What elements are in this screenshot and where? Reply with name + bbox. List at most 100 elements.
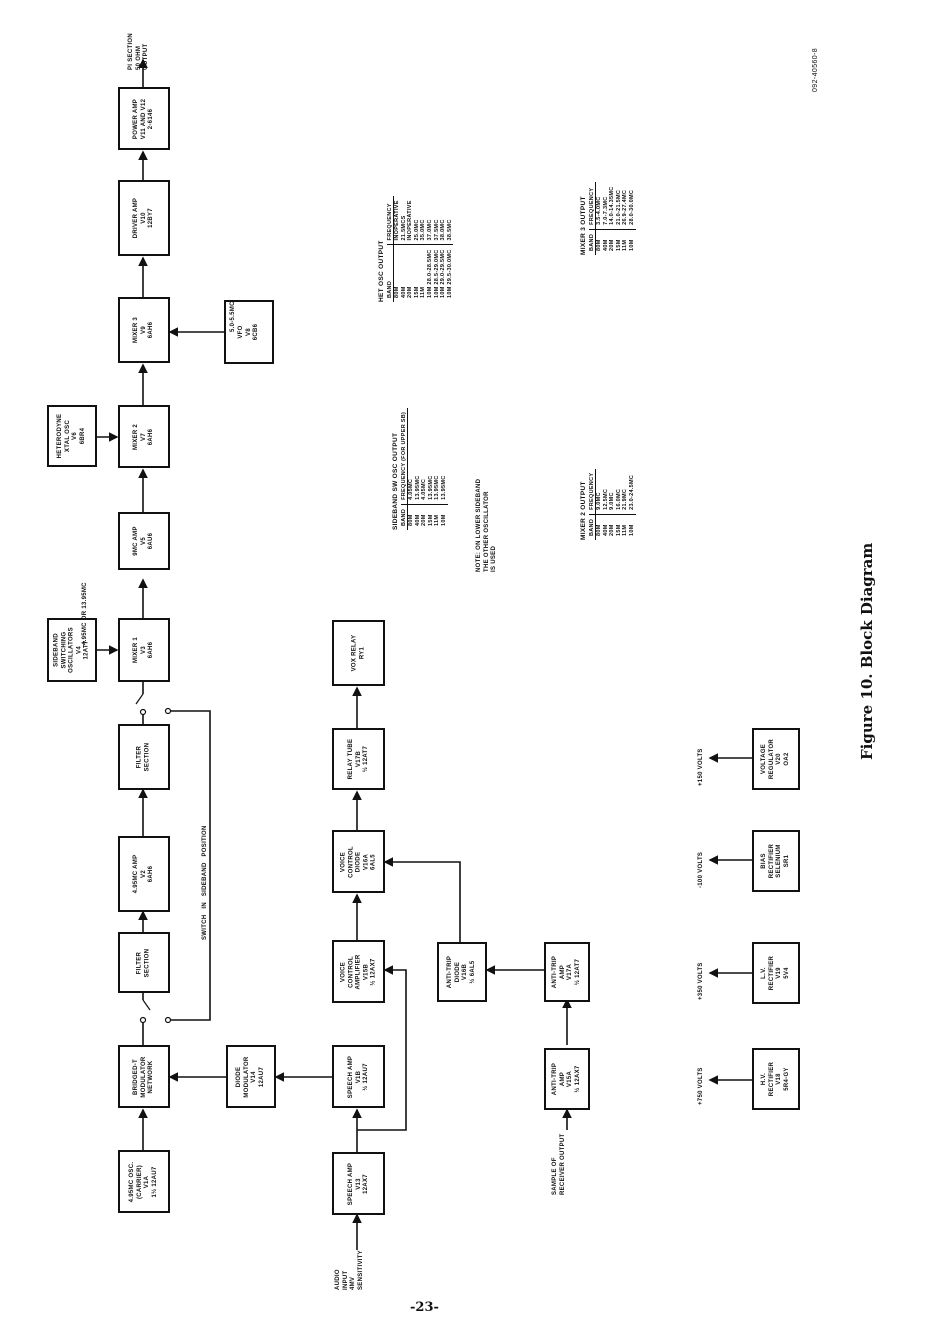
- table-title: SIDEBAND SW OSC OUTPUT: [392, 432, 399, 530]
- block-filter-section-2: FILTER SECTION: [118, 724, 170, 790]
- switch-contact: [139, 708, 147, 716]
- table-cell: 38.0MC: [440, 219, 447, 241]
- table-title: MIXER 2 OUTPUT: [580, 481, 587, 540]
- table-cell: 11M: [434, 504, 441, 530]
- label-pi-output: PI SECTION 50 OHM OUTPUT: [128, 32, 149, 70]
- table-row: 15M 21.0-21.5MC: [615, 182, 623, 255]
- block-voltage-regulator: VOLTAGE REGULATOR V20 OA2: [752, 728, 800, 790]
- table-cell: 10M: [628, 229, 636, 255]
- table-row: 40M 21.5MCS: [400, 196, 408, 302]
- table-cell: 37.0MC: [426, 219, 433, 241]
- table-cell: 23.0-24.5MC: [628, 474, 635, 510]
- table-row: 10M 29.0-29.5MC 38.0MC: [440, 196, 447, 302]
- label-switch-note: SWITCH IN SIDEBAND POSITION: [202, 825, 208, 940]
- block-heterodyne-oscillator: HETERODYNE XTAL OSC V6 6BR4: [47, 405, 97, 467]
- block-4-95mc-amp: 4.95MC AMP V2 6AH6: [118, 836, 170, 912]
- block-anti-trip-amp-v17a: ANTI-TRIP AMP V17A ½ 12AT7: [544, 942, 590, 1002]
- switch-contact: [164, 1016, 172, 1024]
- table-cell: 10M 29.0-29.5MC: [440, 244, 447, 302]
- label-audio-input: AUDIO INPUT 4MV SENSITIVITY: [335, 1250, 364, 1290]
- table-cell: 20M: [609, 514, 616, 540]
- table-cell: INOPERATIVE: [407, 200, 414, 241]
- table-cell: 20M: [407, 244, 414, 302]
- table-header: FREQUENCY: [387, 196, 394, 245]
- table-cell: 10M 28.5-29.0MC: [433, 244, 441, 302]
- table-cell: 4.05MC: [408, 478, 414, 500]
- table-row: 40M 13.95MC: [414, 408, 422, 530]
- table-cell: 10M 29.5-30.0MC: [446, 244, 454, 302]
- block-sideband-oscillators: SIDEBAND SWITCHING OSCILLATORS V4 12AT7: [47, 618, 97, 682]
- block-filter-section-1: FILTER SECTION: [118, 932, 170, 993]
- figure-caption: Figure 10. Block Diagram: [858, 542, 876, 760]
- table-cell: 16.0MC: [615, 488, 622, 510]
- table-cell: 37.5MC: [433, 219, 440, 241]
- table-cell: 12.5MC: [602, 488, 609, 510]
- table-cell: 9.0MC: [609, 492, 616, 510]
- table-row: 20M INOPERATIVE: [407, 196, 414, 302]
- table-cell: INOPERATIVE: [394, 200, 400, 241]
- table-cell: 15M: [615, 229, 623, 255]
- table-cell: 13.95MC: [427, 475, 434, 500]
- block-9mc-amp: 9MC AMP V5 6AU6: [118, 512, 170, 570]
- block-driver-amp: DRIVER AMP V10 12BY7: [118, 180, 170, 256]
- table-cell: 11M: [622, 514, 629, 540]
- table-row: 15M 13.95MC: [427, 408, 435, 530]
- block-hv-rectifier: H.V. RECTIFIER V18 5R4-GY: [752, 1048, 800, 1110]
- table-header: FREQUENCY: [589, 182, 596, 230]
- block-lv-rectifier: L.V. RECTIFIER V19 5V4: [752, 942, 800, 1004]
- table-row: 11M 13.95MC: [434, 408, 441, 530]
- table-header: FREQUENCY (FOR UPPER SB): [401, 407, 408, 505]
- block-speech-amp-v1b: SPEECH AMP V1B ½ 12AU7: [332, 1045, 385, 1108]
- table-cell: 28.0-30.0MC: [628, 189, 635, 225]
- table-cell: 21.5MCS: [400, 215, 407, 241]
- table-cell: 11M: [420, 244, 427, 302]
- wire-anti-trip-diode-to-vcd: [383, 857, 461, 942]
- switch-contact: [139, 1016, 147, 1024]
- table-cell: 40M: [602, 229, 610, 255]
- label-sideband-frequency: 4.95MC OR 13.95MC: [82, 582, 88, 645]
- table-cell: 10M: [440, 504, 448, 530]
- table-cell: 40M: [414, 504, 422, 530]
- block-bridged-t-modulator: BRIDGED-T MODULATOR NETWORK: [118, 1045, 170, 1108]
- table-cell: 13.95MC: [414, 475, 421, 500]
- table-cell: 13.95MC: [440, 475, 447, 500]
- table-cell: 10M 28.0-28.5MC: [426, 244, 434, 302]
- table-cell: 4.05MC: [421, 478, 428, 500]
- page-number: -23-: [410, 1300, 439, 1315]
- table-cell: 21.9MC: [622, 488, 629, 510]
- wire-speech-to-voice-amp: [357, 965, 407, 1131]
- table-row: 11M 26.9-27.4MC: [622, 182, 629, 255]
- table-cell: 21.0-21.5MC: [615, 189, 622, 225]
- table-cell: 15M: [413, 244, 421, 302]
- table-cell: 13.95MC: [434, 475, 441, 500]
- table-cell: 38.5MC: [446, 219, 453, 241]
- block-mixer-2: MIXER 2 V7 6AH6: [118, 405, 170, 468]
- table-cell: 40M: [400, 244, 408, 302]
- table-cell: 15M: [427, 504, 435, 530]
- block-voice-control-diode: VOICE CONTROL DIODE V16A 6AL5: [332, 830, 385, 893]
- table-row: 10M 13.95MC: [440, 408, 448, 530]
- table-cell: 26.9-27.4MC: [622, 189, 629, 225]
- label-minus-100-volts: -100 VOLTS: [698, 851, 704, 888]
- label-receiver-sample: SAMPLE OF RECEIVER OUTPUT: [552, 1133, 566, 1195]
- table-row: 10M 28.5-29.0MC 37.5MC: [433, 196, 441, 302]
- table-cell: 11M: [622, 229, 629, 255]
- table-row: 10M 29.5-30.0MC 38.5MC: [446, 196, 454, 302]
- label-plus-750-volts: +750 VOLTS: [698, 1067, 704, 1105]
- table-cell: 15M: [615, 514, 623, 540]
- table-row: 15M 16.0MC: [615, 469, 623, 540]
- table-cell: 9.0MC: [596, 492, 602, 510]
- table-cell: 20M: [609, 229, 616, 255]
